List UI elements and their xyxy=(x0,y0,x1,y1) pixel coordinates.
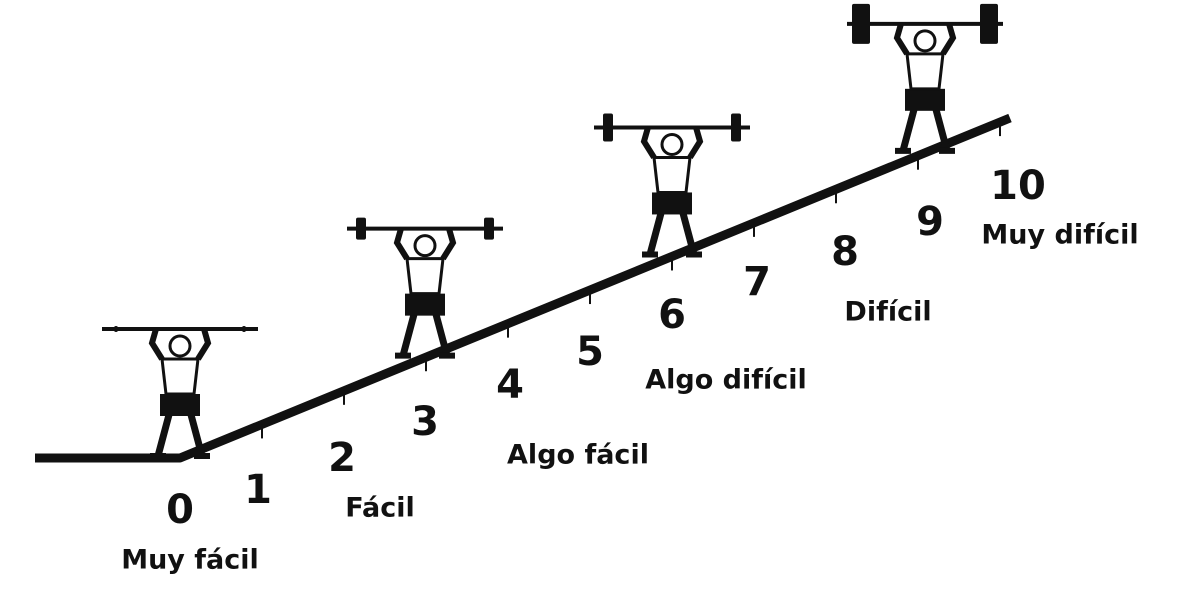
shorts xyxy=(652,192,692,215)
scale-number-6: 6 xyxy=(658,292,686,338)
scale-number-0: 0 xyxy=(166,487,194,533)
head xyxy=(660,132,684,156)
leg xyxy=(399,309,451,357)
weightlifter-icon xyxy=(347,217,503,359)
scale-number-8: 8 xyxy=(831,229,859,275)
weight-plate xyxy=(980,3,998,44)
head xyxy=(413,234,437,258)
label-dificil: Difícil xyxy=(844,296,932,328)
arm xyxy=(148,328,212,361)
weightlifter-icon xyxy=(594,113,750,258)
label-muy-facil: Muy fácil xyxy=(121,544,259,576)
label-muy-dificil: Muy difícil xyxy=(981,219,1139,251)
arm xyxy=(640,126,704,160)
ramp-line xyxy=(35,113,1012,463)
weight-plate xyxy=(242,326,246,332)
weight-plate xyxy=(114,326,118,332)
leg xyxy=(899,104,951,152)
scale-number-9: 9 xyxy=(916,199,944,245)
torso xyxy=(652,155,692,194)
scale-number-3: 3 xyxy=(411,399,439,445)
label-algo-dificil: Algo difícil xyxy=(645,364,807,396)
weight-plate xyxy=(356,217,366,240)
shorts xyxy=(905,88,945,111)
label-facil: Fácil xyxy=(345,492,415,524)
scale-number-2: 2 xyxy=(328,435,356,481)
scale-number-4: 4 xyxy=(496,362,524,408)
weight-plate xyxy=(731,113,741,142)
scale-number-7: 7 xyxy=(743,259,771,305)
shorts xyxy=(160,394,200,416)
torso xyxy=(160,357,200,396)
torso xyxy=(405,257,445,296)
torso xyxy=(905,52,945,91)
weightlifter-icon xyxy=(102,326,258,459)
weight-plate xyxy=(852,3,870,44)
weight-plate xyxy=(484,217,494,240)
scale-number-5: 5 xyxy=(576,329,604,375)
leg xyxy=(154,410,206,457)
leg xyxy=(646,208,698,256)
arm xyxy=(393,227,457,261)
scale-number-10: 10 xyxy=(990,163,1046,209)
shorts xyxy=(405,293,445,316)
arm xyxy=(893,22,957,56)
scale-number-1: 1 xyxy=(244,467,272,513)
weightlifter-icon xyxy=(847,3,1003,154)
label-algo-facil: Algo fácil xyxy=(507,439,649,471)
head xyxy=(168,334,192,358)
weight-plate xyxy=(603,113,613,142)
head xyxy=(913,29,937,53)
